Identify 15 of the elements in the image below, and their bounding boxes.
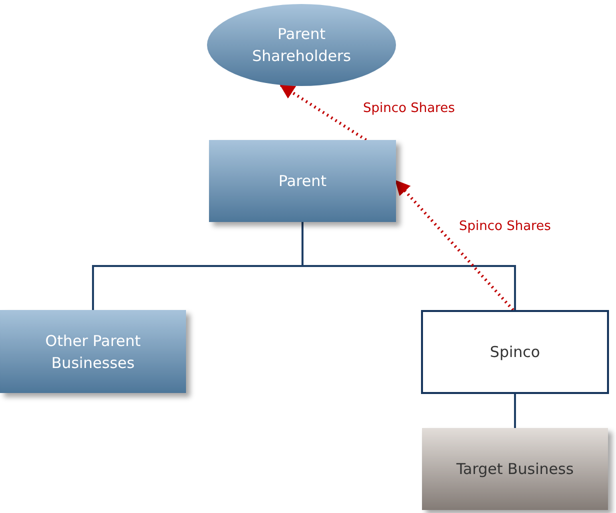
connector-line [302,222,516,310]
arrow [279,84,367,142]
node-label: Target Business [456,459,574,480]
node-label: Other Parent Businesses [44,330,142,374]
org-box [422,428,608,510]
node-label: Parent [278,171,327,192]
node-label: Spinco [490,342,540,363]
edge-label: Spinco Shares [457,219,553,234]
org-box [0,310,186,393]
org-box [421,310,609,394]
edge-label: Spinco Shares [361,101,457,116]
connector-line [514,394,516,428]
arrow [394,180,514,311]
node-label: Parent Shareholders [251,24,352,67]
org-box [209,140,396,222]
